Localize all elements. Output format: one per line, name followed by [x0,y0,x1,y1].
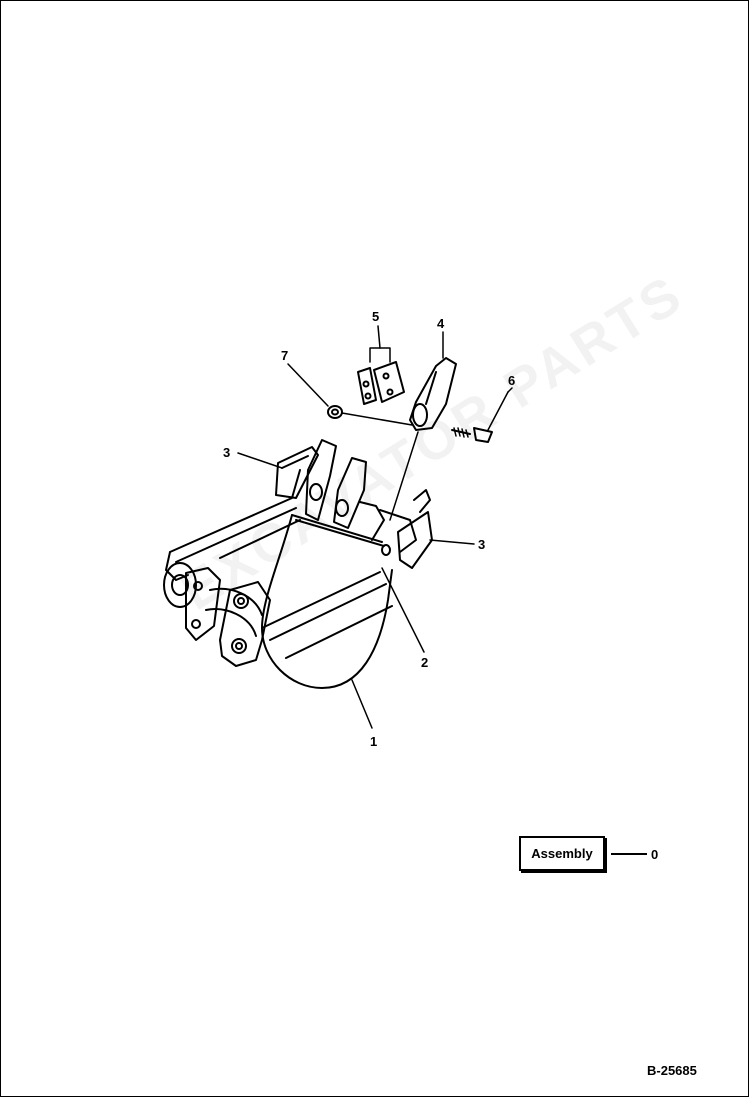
side-cutter-left [275,446,319,499]
callout-2: 2 [421,655,429,670]
assembly-number: 0 [651,847,659,862]
lock-plate-part-5 [357,347,405,405]
nut-part-7 [327,405,413,426]
callout-7: 7 [281,348,289,363]
pin-part-6 [451,391,509,443]
callout-5: 5 [372,309,380,324]
tooth-part-4 [389,357,457,521]
callout-4: 4 [437,316,445,331]
tooth-adapters [305,439,417,556]
hinge-lugs [163,562,271,667]
callout-6: 6 [508,373,516,388]
leader-lines [237,325,513,729]
assembly-label: Assembly [531,846,593,861]
side-cutter-right [397,489,433,569]
callout-3-left: 3 [223,445,231,460]
bucket-body [165,469,393,689]
callout-3-right: 3 [478,537,486,552]
callout-1: 1 [370,734,378,749]
drawing-number: B-25685 [647,1063,697,1078]
assembly-label-box: Assembly [519,836,605,871]
assembly-leader-line [611,853,647,855]
